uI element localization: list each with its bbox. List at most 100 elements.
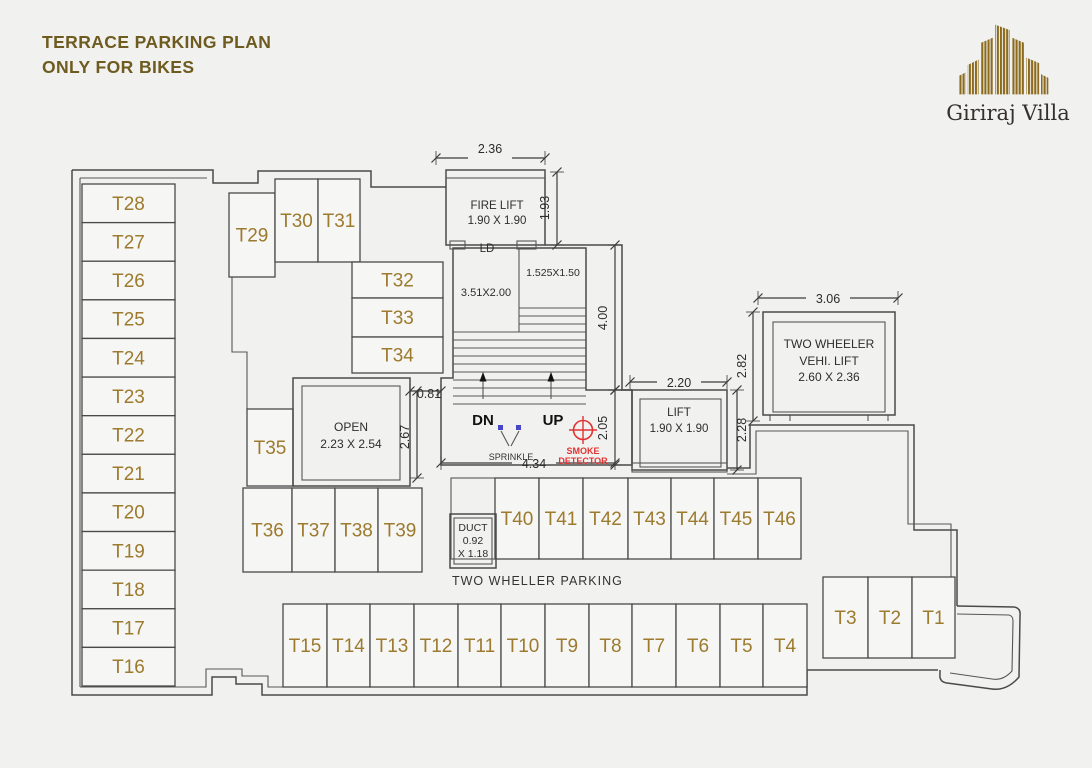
svg-text:T41: T41 xyxy=(545,509,578,530)
svg-text:T6: T6 xyxy=(687,636,709,657)
parking-stall-t32: T32 xyxy=(351,261,444,299)
parking-stall-t23: T23 xyxy=(81,376,176,417)
parking-stall-t1: T1 xyxy=(911,576,956,659)
svg-text:T31: T31 xyxy=(323,211,356,232)
duct-shaft xyxy=(449,513,497,569)
lift-room xyxy=(631,389,728,473)
up-arrow-icon xyxy=(547,372,555,382)
two-wheeler-lift-room xyxy=(762,311,896,416)
svg-text:T22: T22 xyxy=(112,425,145,446)
duct-size-1: 0.92 xyxy=(463,535,484,547)
parking-stall-t12: T12 xyxy=(413,603,459,688)
duct-compartment xyxy=(450,477,496,560)
page-title: TERRACE PARKING PLAN ONLY FOR BIKES xyxy=(42,30,271,81)
svg-text:T26: T26 xyxy=(112,271,145,292)
svg-text:0.81: 0.81 xyxy=(417,387,441,401)
dimension-fire_lift_height: 1.93 xyxy=(538,167,564,250)
brand-logo: Giriraj Villa xyxy=(938,10,1078,125)
parking-stall-t19: T19 xyxy=(81,530,176,571)
sprinkler-icon xyxy=(498,425,521,447)
svg-text:T13: T13 xyxy=(376,636,409,657)
lift-label: LIFT xyxy=(667,407,691,419)
title-line-2: ONLY FOR BIKES xyxy=(42,57,195,78)
parking-stall-t9: T9 xyxy=(544,603,590,688)
smoke-label-1: SMOKE xyxy=(566,446,599,456)
dimension-stair_lobby_width: 4.34 xyxy=(436,456,620,471)
parking-stall-t22: T22 xyxy=(81,415,176,455)
svg-text:2.20: 2.20 xyxy=(667,376,691,390)
svg-text:T14: T14 xyxy=(332,636,365,657)
svg-text:T32: T32 xyxy=(381,271,414,292)
svg-text:T2: T2 xyxy=(879,608,901,629)
dimension-open_height: 2.67 xyxy=(398,386,424,483)
svg-text:T19: T19 xyxy=(112,541,145,562)
svg-text:T46: T46 xyxy=(763,509,796,530)
svg-text:T20: T20 xyxy=(112,503,145,524)
svg-text:4.34: 4.34 xyxy=(522,457,546,471)
buildings-logo-icon xyxy=(958,24,1049,95)
tw-lift-line1: TWO WHEELER xyxy=(784,337,875,351)
dimension-stair_height: 4.00 xyxy=(596,240,622,395)
parking-stall-t34: T34 xyxy=(351,336,444,374)
fire-lift-label: FIRE LIFT xyxy=(470,200,523,212)
open-area xyxy=(292,377,411,487)
svg-text:T39: T39 xyxy=(384,521,417,542)
svg-text:T7: T7 xyxy=(643,636,665,657)
svg-text:2.28: 2.28 xyxy=(735,418,749,442)
dimension-stair_lobby_height: 2.05 xyxy=(596,385,622,470)
svg-text:T40: T40 xyxy=(501,509,534,530)
parking-stall-t40: T40 xyxy=(494,477,540,560)
dimension-lines: 2.36 1.93 4.00 2.05 4.34 0.812.67 2.20 2.28 2.82… xyxy=(398,142,903,483)
svg-text:T10: T10 xyxy=(507,636,540,657)
svg-text:T33: T33 xyxy=(381,308,414,329)
fire-lift-size: 1.90 X 1.90 xyxy=(468,215,527,227)
svg-text:2.36: 2.36 xyxy=(478,142,502,156)
svg-text:T18: T18 xyxy=(112,580,145,601)
svg-text:T8: T8 xyxy=(599,636,621,657)
dimension-tw_lift_width: 3.06 xyxy=(753,291,903,306)
svg-text:T15: T15 xyxy=(289,636,322,657)
smoke-label-2: DETECTOR xyxy=(558,456,608,466)
ld-label: LD xyxy=(480,243,495,255)
duct-size-2: X 1.18 xyxy=(458,548,489,560)
parking-stall-t45: T45 xyxy=(713,477,759,560)
smoke-detector-icon xyxy=(569,416,597,444)
parking-stall-t16: T16 xyxy=(81,646,176,687)
parking-stall-t13: T13 xyxy=(369,603,415,688)
parking-stall-t3: T3 xyxy=(822,576,869,659)
tw-lift-line2: VEHI. LIFT xyxy=(799,354,859,368)
svg-text:T3: T3 xyxy=(834,608,856,629)
parking-stall-t5: T5 xyxy=(719,603,764,688)
dimension-fire_lift_width: 2.36 xyxy=(431,142,550,165)
svg-text:T38: T38 xyxy=(340,521,373,542)
parking-stall-t38: T38 xyxy=(334,487,379,573)
lift-size: 1.90 X 1.90 xyxy=(650,423,709,435)
dimension-open_offset: 0.81 xyxy=(405,384,446,401)
svg-text:T43: T43 xyxy=(633,509,666,530)
svg-text:T24: T24 xyxy=(112,348,145,369)
svg-text:T27: T27 xyxy=(112,232,145,253)
parking-stall-t2: T2 xyxy=(867,576,913,659)
up-label: UP xyxy=(543,412,564,429)
svg-text:T30: T30 xyxy=(280,211,313,232)
parking-stall-t46: T46 xyxy=(757,477,802,560)
parking-stall-t33: T33 xyxy=(351,297,444,338)
dimension-lift_width: 2.20 xyxy=(625,375,732,390)
svg-text:T5: T5 xyxy=(730,636,752,657)
svg-text:2.82: 2.82 xyxy=(735,354,749,378)
tw-lift-line3: 2.60 X 2.36 xyxy=(798,370,860,384)
svg-text:T21: T21 xyxy=(112,464,145,485)
svg-text:T9: T9 xyxy=(556,636,578,657)
dimension-tw_lift_height: 2.82 xyxy=(735,307,760,426)
parking-stall-t28: T28 xyxy=(81,183,176,224)
parking-stall-t35: T35 xyxy=(246,408,294,487)
svg-text:2.05: 2.05 xyxy=(596,416,610,440)
svg-text:T4: T4 xyxy=(774,636,797,657)
title-line-1: TERRACE PARKING PLAN xyxy=(42,32,272,52)
dn-label: DN xyxy=(472,412,494,429)
parking-stall-t8: T8 xyxy=(588,603,633,688)
parking-stall-t43: T43 xyxy=(627,477,672,560)
svg-text:4.00: 4.00 xyxy=(596,306,610,330)
svg-text:T1: T1 xyxy=(922,608,944,629)
